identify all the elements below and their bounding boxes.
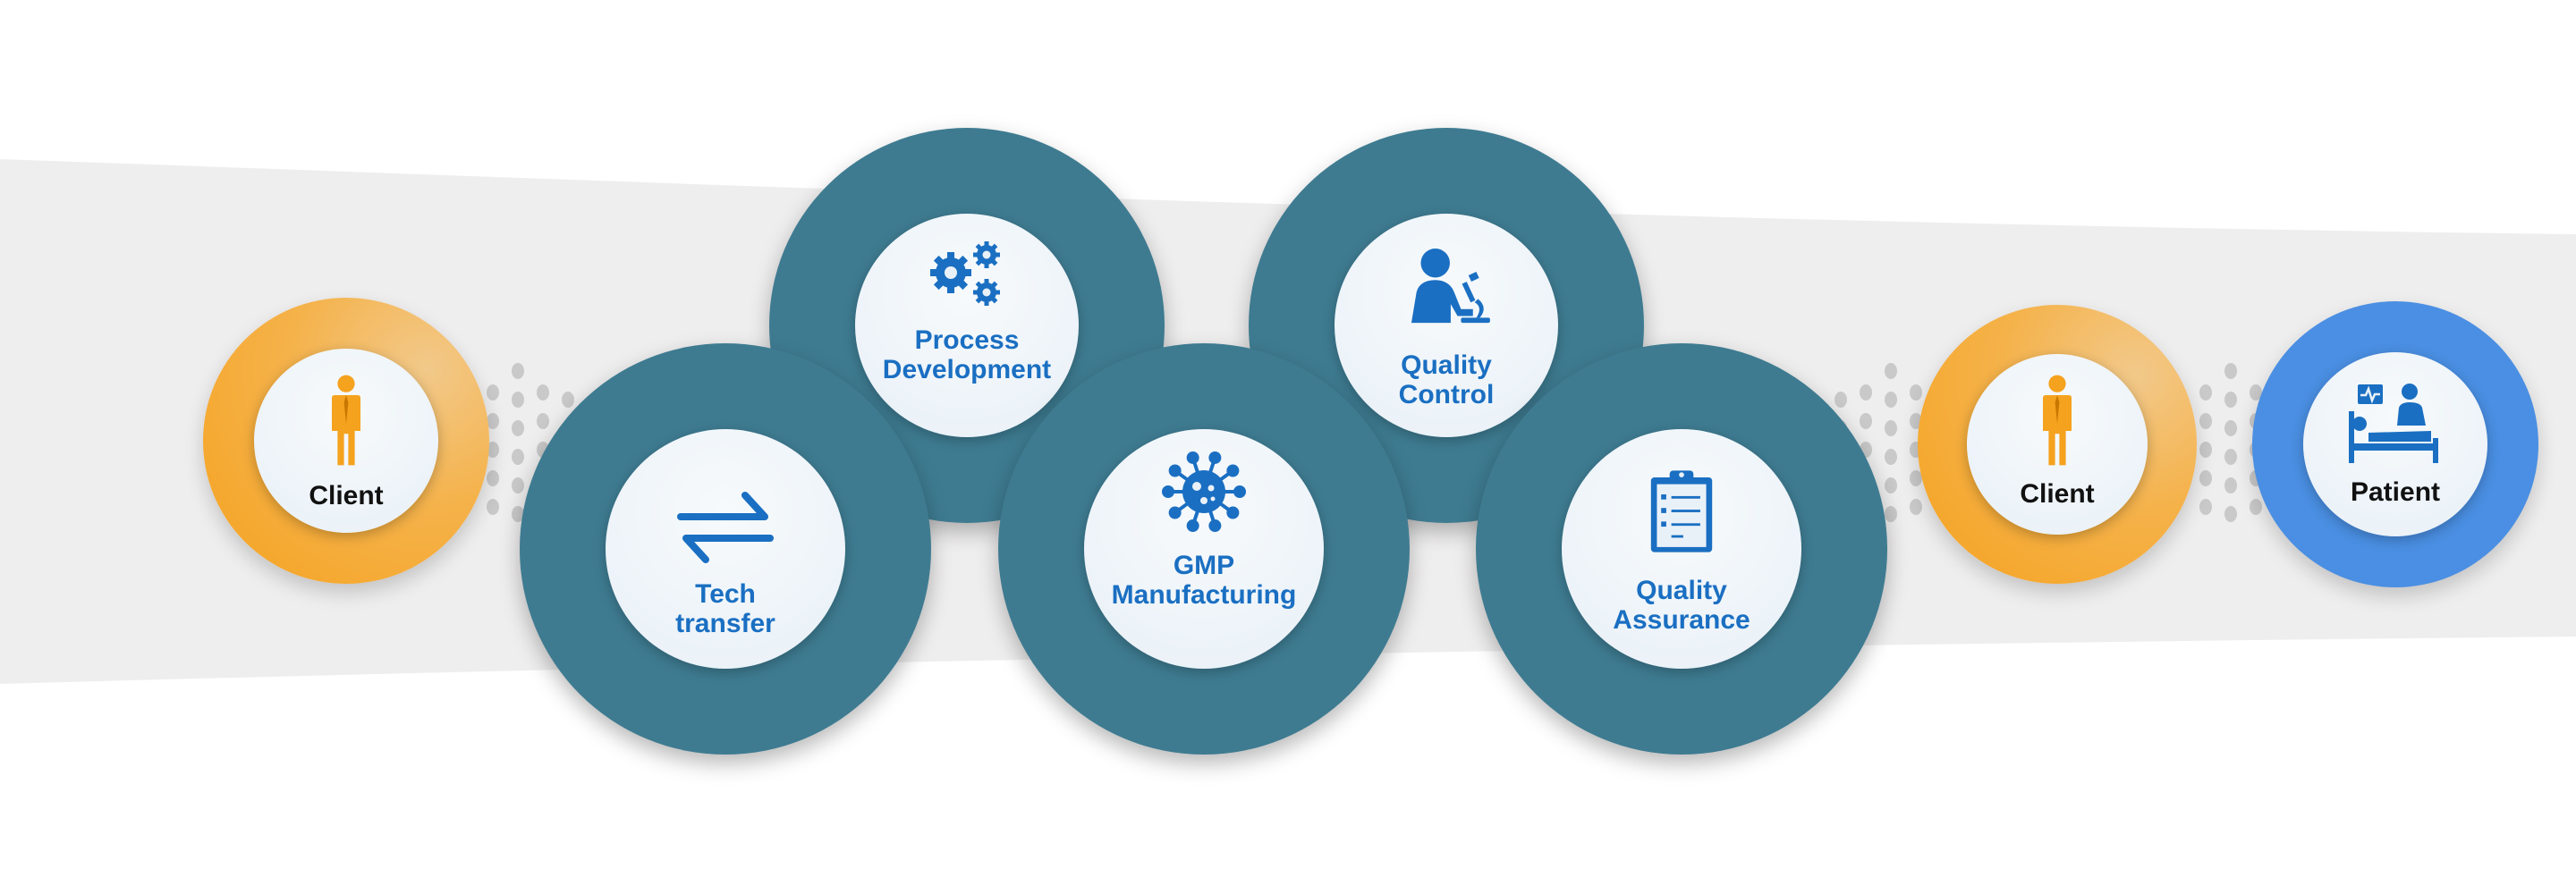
- tech-transfer-node: Tech transfer: [520, 343, 931, 755]
- person-icon: [332, 375, 360, 466]
- client-left-label: Client: [309, 481, 384, 510]
- quality-assurance-line1: Quality: [1636, 576, 1727, 605]
- quality-control-label: Quality Control: [1335, 350, 1558, 409]
- process-development-label: Process Development: [855, 325, 1079, 384]
- gmp-manufacturing-node: GMP Manufacturing: [998, 343, 1410, 755]
- quality-control-line1: Quality: [1401, 350, 1492, 380]
- tech-transfer-line2: transfer: [675, 609, 775, 638]
- gears-icon: [930, 241, 1000, 306]
- clipboard-icon: [1650, 470, 1713, 552]
- client-right-node: Client: [1918, 305, 2197, 584]
- tech-transfer-label: Tech transfer: [606, 579, 845, 638]
- quality-control-line2: Control: [1398, 380, 1495, 409]
- patient-label: Patient: [2350, 477, 2441, 507]
- process-development-line2: Development: [882, 355, 1052, 384]
- gmp-manufacturing-line1: GMP: [1173, 551, 1235, 580]
- scientist-microscope-icon: [1411, 248, 1490, 324]
- quality-assurance-line2: Assurance: [1613, 605, 1750, 635]
- gmp-manufacturing-line2: Manufacturing: [1111, 580, 1297, 610]
- patient-bed-icon: [2349, 384, 2438, 463]
- person-icon: [2043, 375, 2072, 466]
- client-right-label: Client: [2020, 479, 2095, 509]
- transfer-arrows-icon: [677, 492, 774, 563]
- process-development-line1: Process: [914, 325, 1020, 355]
- client-left-node: Client: [203, 298, 489, 584]
- patient-node: Patient: [2252, 301, 2538, 587]
- virus-icon: [1162, 451, 1246, 533]
- tech-transfer-line1: Tech: [695, 579, 756, 609]
- quality-assurance-label: Quality Assurance: [1562, 576, 1801, 635]
- quality-assurance-node: Quality Assurance: [1476, 343, 1887, 755]
- gmp-manufacturing-label: GMP Manufacturing: [1084, 551, 1324, 610]
